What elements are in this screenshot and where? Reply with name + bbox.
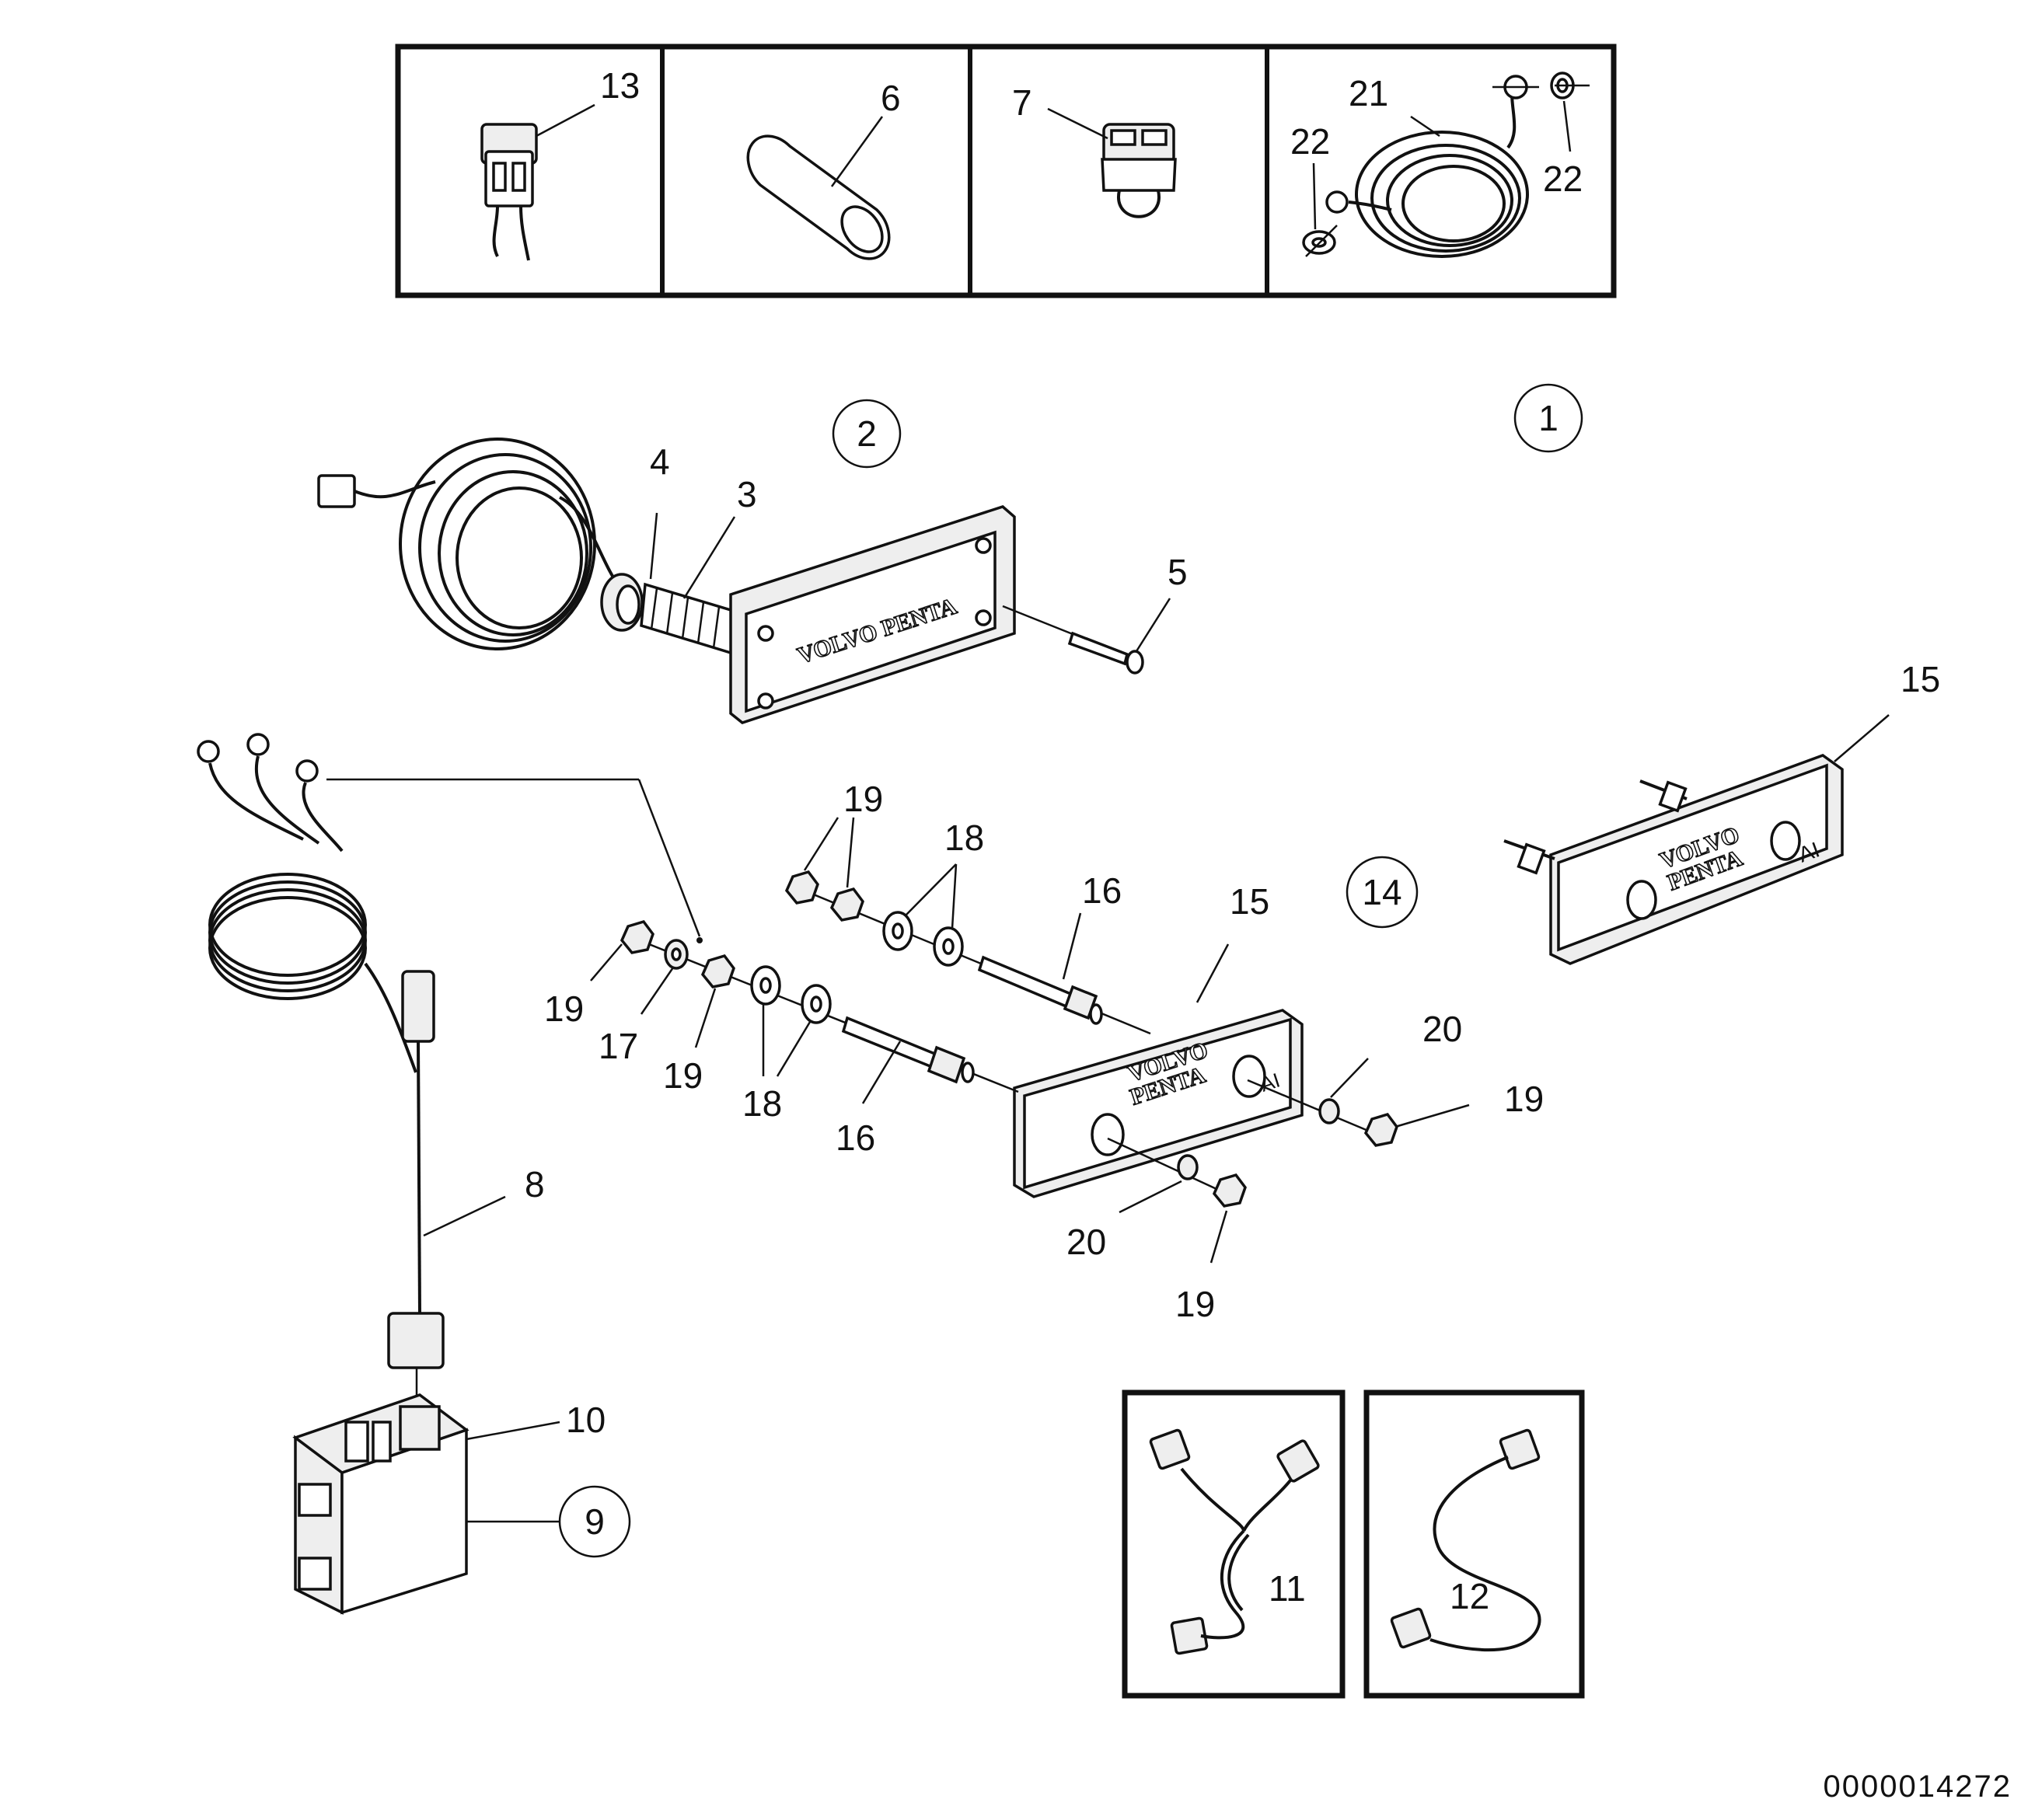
callout-4: 4 [650,441,670,482]
callout-9: 9 [585,1501,605,1542]
callout-22: 22 [1290,121,1330,162]
callout-5: 5 [1168,552,1188,592]
part-6-sleeve-drawing [746,116,891,260]
item-circle-14: 14 [1346,856,1419,929]
part-8-harness-drawing [197,733,701,1399]
drawing-reference-number: 0000014272 [1824,1769,2012,1804]
callout-3: 3 [737,474,757,514]
item-circle-9: 9 [558,1485,631,1558]
item-circle-2: 2 [832,399,902,469]
callout-8: 8 [525,1164,545,1205]
item-circle-1: 1 [1513,383,1583,453]
fasteners-lower-row-drawing [590,919,832,1077]
assembly-2-drawing: VOLVO PENTA [317,438,1171,724]
part-15-plate-center-drawing: VOLVO PENTA AI [1013,943,1304,1198]
callout-15: 15 [1230,881,1269,922]
part-10-module-drawing [292,1393,560,1615]
callout-17: 17 [599,1026,638,1066]
bottom-inset-11 [1122,1389,1346,1699]
callout-11: 11 [1269,1568,1306,1609]
part-13-connector-drawing [480,103,595,261]
top-inset-panels: 13 6 7 [395,44,1617,298]
callout-19: 19 [544,988,584,1029]
fasteners-upper-row-drawing [784,817,964,967]
callout-16: 16 [836,1117,875,1158]
callout-18: 18 [742,1083,782,1124]
callout-12: 12 [1450,1576,1489,1616]
callout-19: 19 [843,779,883,819]
callout-7: 7 [1012,82,1032,123]
part-21-coiled-cable-drawing [1302,71,1590,258]
callout-21: 21 [1349,73,1388,113]
fasteners-rear-drawing [1107,1058,1470,1264]
callout-15: 15 [1901,659,1940,699]
callout-19: 19 [1504,1079,1544,1119]
callout-20: 20 [1066,1222,1106,1262]
callout-14: 14 [1362,872,1401,912]
callout-16: 16 [1082,870,1122,911]
callout-19: 19 [1175,1284,1215,1324]
callout-2: 2 [857,413,877,454]
bottom-inset-12 [1363,1389,1585,1699]
callout-19: 19 [663,1055,703,1096]
part-7-cap-drawing [1047,107,1177,218]
callout-13: 13 [600,65,640,106]
callout-18: 18 [944,818,984,858]
callout-22: 22 [1543,159,1583,199]
callout-10: 10 [566,1400,606,1440]
callout-20: 20 [1422,1009,1462,1049]
part-15-plate-upper-drawing: VOLVO PENTA AI [1503,714,1890,965]
callout-1: 1 [1538,398,1559,438]
callout-6: 6 [881,78,901,118]
